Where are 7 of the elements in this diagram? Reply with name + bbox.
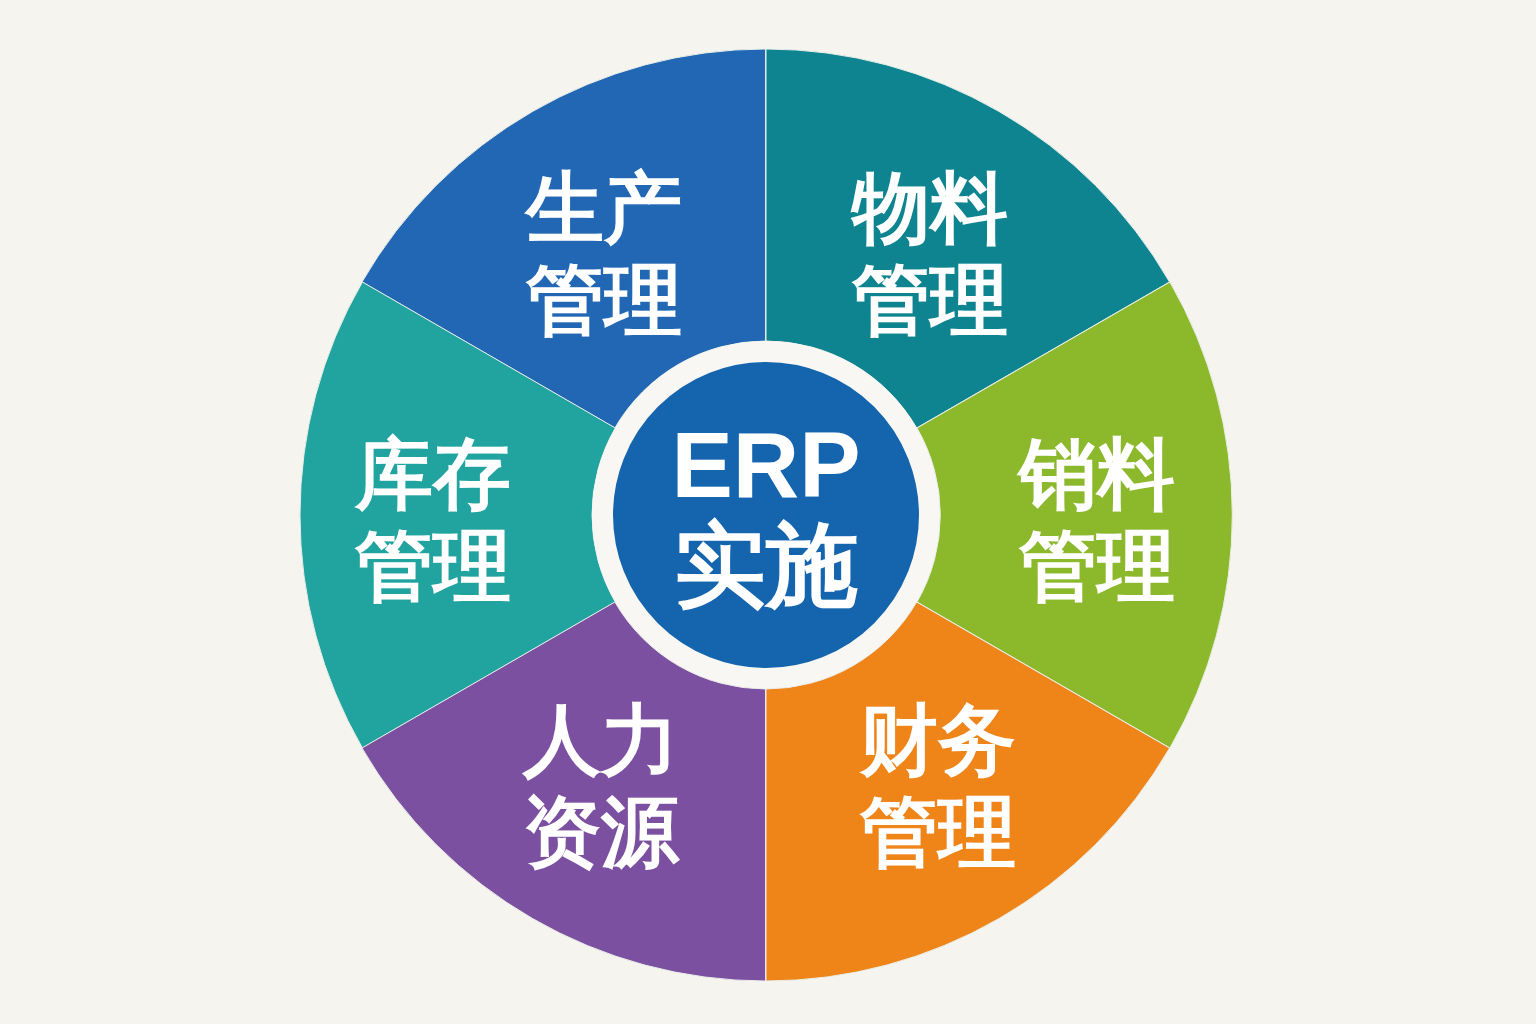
segment-label: 人力资源 <box>521 695 681 878</box>
segment-label: 财务管理 <box>858 695 1017 878</box>
segment-label: 生产管理 <box>523 163 683 346</box>
center-title: ERP实施 <box>670 415 862 615</box>
segment-label: 销料管理 <box>1016 429 1176 612</box>
segment-label: 物料管理 <box>849 163 1009 346</box>
segment-label: 库存管理 <box>353 429 512 612</box>
